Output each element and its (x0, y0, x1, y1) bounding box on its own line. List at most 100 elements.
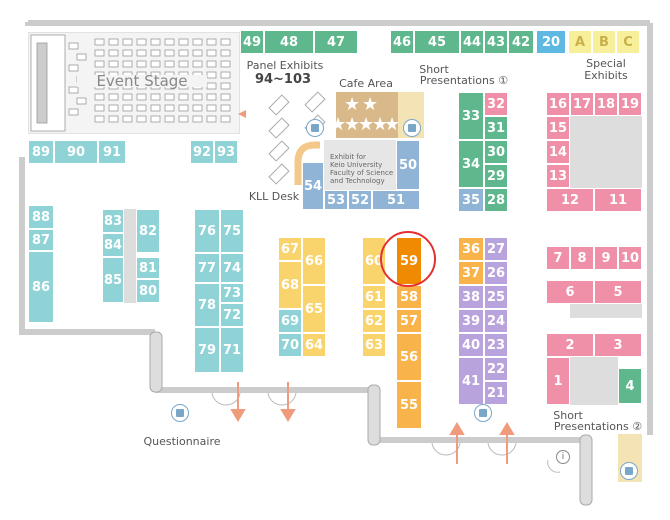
booth-54[interactable]: 54 (302, 162, 324, 210)
booth-56[interactable]: 56 (396, 333, 422, 381)
booth-55[interactable]: 55 (396, 381, 422, 429)
booth-11[interactable]: 11 (594, 188, 642, 212)
booth-74[interactable]: 74 (220, 253, 244, 283)
booth-12[interactable]: 12 (546, 188, 594, 212)
booth-28[interactable]: 28 (484, 188, 508, 212)
booth-45[interactable]: 45 (414, 30, 460, 54)
booth-85[interactable]: 85 (102, 257, 124, 303)
booth-59[interactable]: 59 (396, 237, 422, 285)
booth-23[interactable]: 23 (484, 333, 508, 357)
short-presentations-2-line2: Presentations ② (553, 420, 643, 433)
booth-80[interactable]: 80 (136, 279, 160, 303)
booth-61[interactable]: 61 (362, 285, 386, 309)
booth-69[interactable]: 69 (278, 309, 302, 333)
booth-86[interactable]: 86 (28, 251, 54, 323)
booth-25[interactable]: 25 (484, 285, 508, 309)
booth-7[interactable]: 7 (546, 246, 570, 270)
booth-62[interactable]: 62 (362, 309, 386, 333)
booth-63[interactable]: 63 (362, 333, 386, 357)
keio-exhibit-line2: Keio University (330, 161, 383, 169)
booth-40[interactable]: 40 (458, 333, 484, 357)
info-icon[interactable]: i (556, 450, 570, 464)
booth-14[interactable]: 14 (546, 140, 570, 164)
booth-68[interactable]: 68 (278, 261, 302, 309)
booth-16[interactable]: 16 (546, 92, 570, 116)
booth-51[interactable]: 51 (372, 190, 420, 210)
booth-70[interactable]: 70 (278, 333, 302, 357)
booth-48[interactable]: 48 (264, 30, 314, 54)
booth-1[interactable]: 1 (546, 357, 570, 405)
booth-3[interactable]: 3 (594, 333, 642, 357)
booth-30[interactable]: 30 (484, 140, 508, 164)
booth-44[interactable]: 44 (460, 30, 484, 54)
booth-19[interactable]: 19 (618, 92, 642, 116)
booth-84[interactable]: 84 (102, 233, 124, 257)
booth-9[interactable]: 9 (594, 246, 618, 270)
booth-17[interactable]: 17 (570, 92, 594, 116)
booth-90[interactable]: 90 (54, 140, 98, 164)
booth-C[interactable]: C (616, 30, 640, 54)
booth-57[interactable]: 57 (396, 309, 422, 333)
booth-67[interactable]: 67 (278, 237, 302, 261)
booth-35[interactable]: 35 (458, 188, 484, 212)
booth-15[interactable]: 15 (546, 116, 570, 140)
booth-8[interactable]: 8 (570, 246, 594, 270)
booth-18[interactable]: 18 (594, 92, 618, 116)
booth-88[interactable]: 88 (28, 205, 54, 229)
booth-46[interactable]: 46 (390, 30, 414, 54)
booth-87[interactable]: 87 (28, 229, 54, 251)
booth-65[interactable]: 65 (302, 285, 326, 333)
booth-A[interactable]: A (568, 30, 592, 54)
booth-13[interactable]: 13 (546, 164, 570, 188)
booth-27[interactable]: 27 (484, 237, 508, 261)
booth-81[interactable]: 81 (136, 257, 160, 279)
booth-91[interactable]: 91 (98, 140, 126, 164)
booth-71[interactable]: 71 (220, 327, 244, 373)
booth-89[interactable]: 89 (28, 140, 54, 164)
booth-4[interactable]: 4 (618, 368, 642, 404)
booth-2[interactable]: 2 (546, 333, 594, 357)
booth-60[interactable]: 60 (362, 237, 386, 285)
booth-66[interactable]: 66 (302, 237, 326, 285)
booth-37[interactable]: 37 (458, 261, 484, 285)
booth-93[interactable]: 93 (214, 140, 238, 164)
booth-76[interactable]: 76 (194, 209, 220, 253)
booth-78[interactable]: 78 (194, 283, 220, 327)
booth-58[interactable]: 58 (396, 285, 422, 309)
seat (68, 86, 79, 94)
booth-21[interactable]: 21 (484, 381, 508, 405)
booth-77[interactable]: 77 (194, 253, 220, 283)
booth-72[interactable]: 72 (220, 303, 244, 327)
booth-34[interactable]: 34 (458, 140, 484, 188)
booth-82[interactable]: 82 (136, 209, 160, 253)
booth-36[interactable]: 36 (458, 237, 484, 261)
booth-22[interactable]: 22 (484, 357, 508, 381)
booth-26[interactable]: 26 (484, 261, 508, 285)
booth-83[interactable]: 83 (102, 209, 124, 233)
booth-6[interactable]: 6 (546, 280, 594, 304)
booth-39[interactable]: 39 (458, 309, 484, 333)
booth-29[interactable]: 29 (484, 164, 508, 188)
booth-43[interactable]: 43 (484, 30, 508, 54)
booth-42[interactable]: 42 (508, 30, 534, 54)
booth-41[interactable]: 41 (458, 357, 484, 405)
booth-31[interactable]: 31 (484, 116, 508, 140)
booth-24[interactable]: 24 (484, 309, 508, 333)
booth-10[interactable]: 10 (618, 246, 642, 270)
booth-50[interactable]: 50 (396, 140, 420, 190)
booth-38[interactable]: 38 (458, 285, 484, 309)
booth-53[interactable]: 53 (324, 190, 348, 210)
booth-47[interactable]: 47 (314, 30, 358, 54)
booth-73[interactable]: 73 (220, 283, 244, 303)
booth-B[interactable]: B (592, 30, 616, 54)
booth-33[interactable]: 33 (458, 92, 484, 140)
booth-52[interactable]: 52 (348, 190, 372, 210)
booth-75[interactable]: 75 (220, 209, 244, 253)
booth-79[interactable]: 79 (194, 327, 220, 373)
booth-5[interactable]: 5 (594, 280, 642, 304)
booth-32[interactable]: 32 (484, 92, 508, 116)
booth-49[interactable]: 49 (240, 30, 264, 54)
booth-92[interactable]: 92 (190, 140, 214, 164)
booth-20[interactable]: 20 (536, 30, 566, 54)
booth-64[interactable]: 64 (302, 333, 326, 357)
